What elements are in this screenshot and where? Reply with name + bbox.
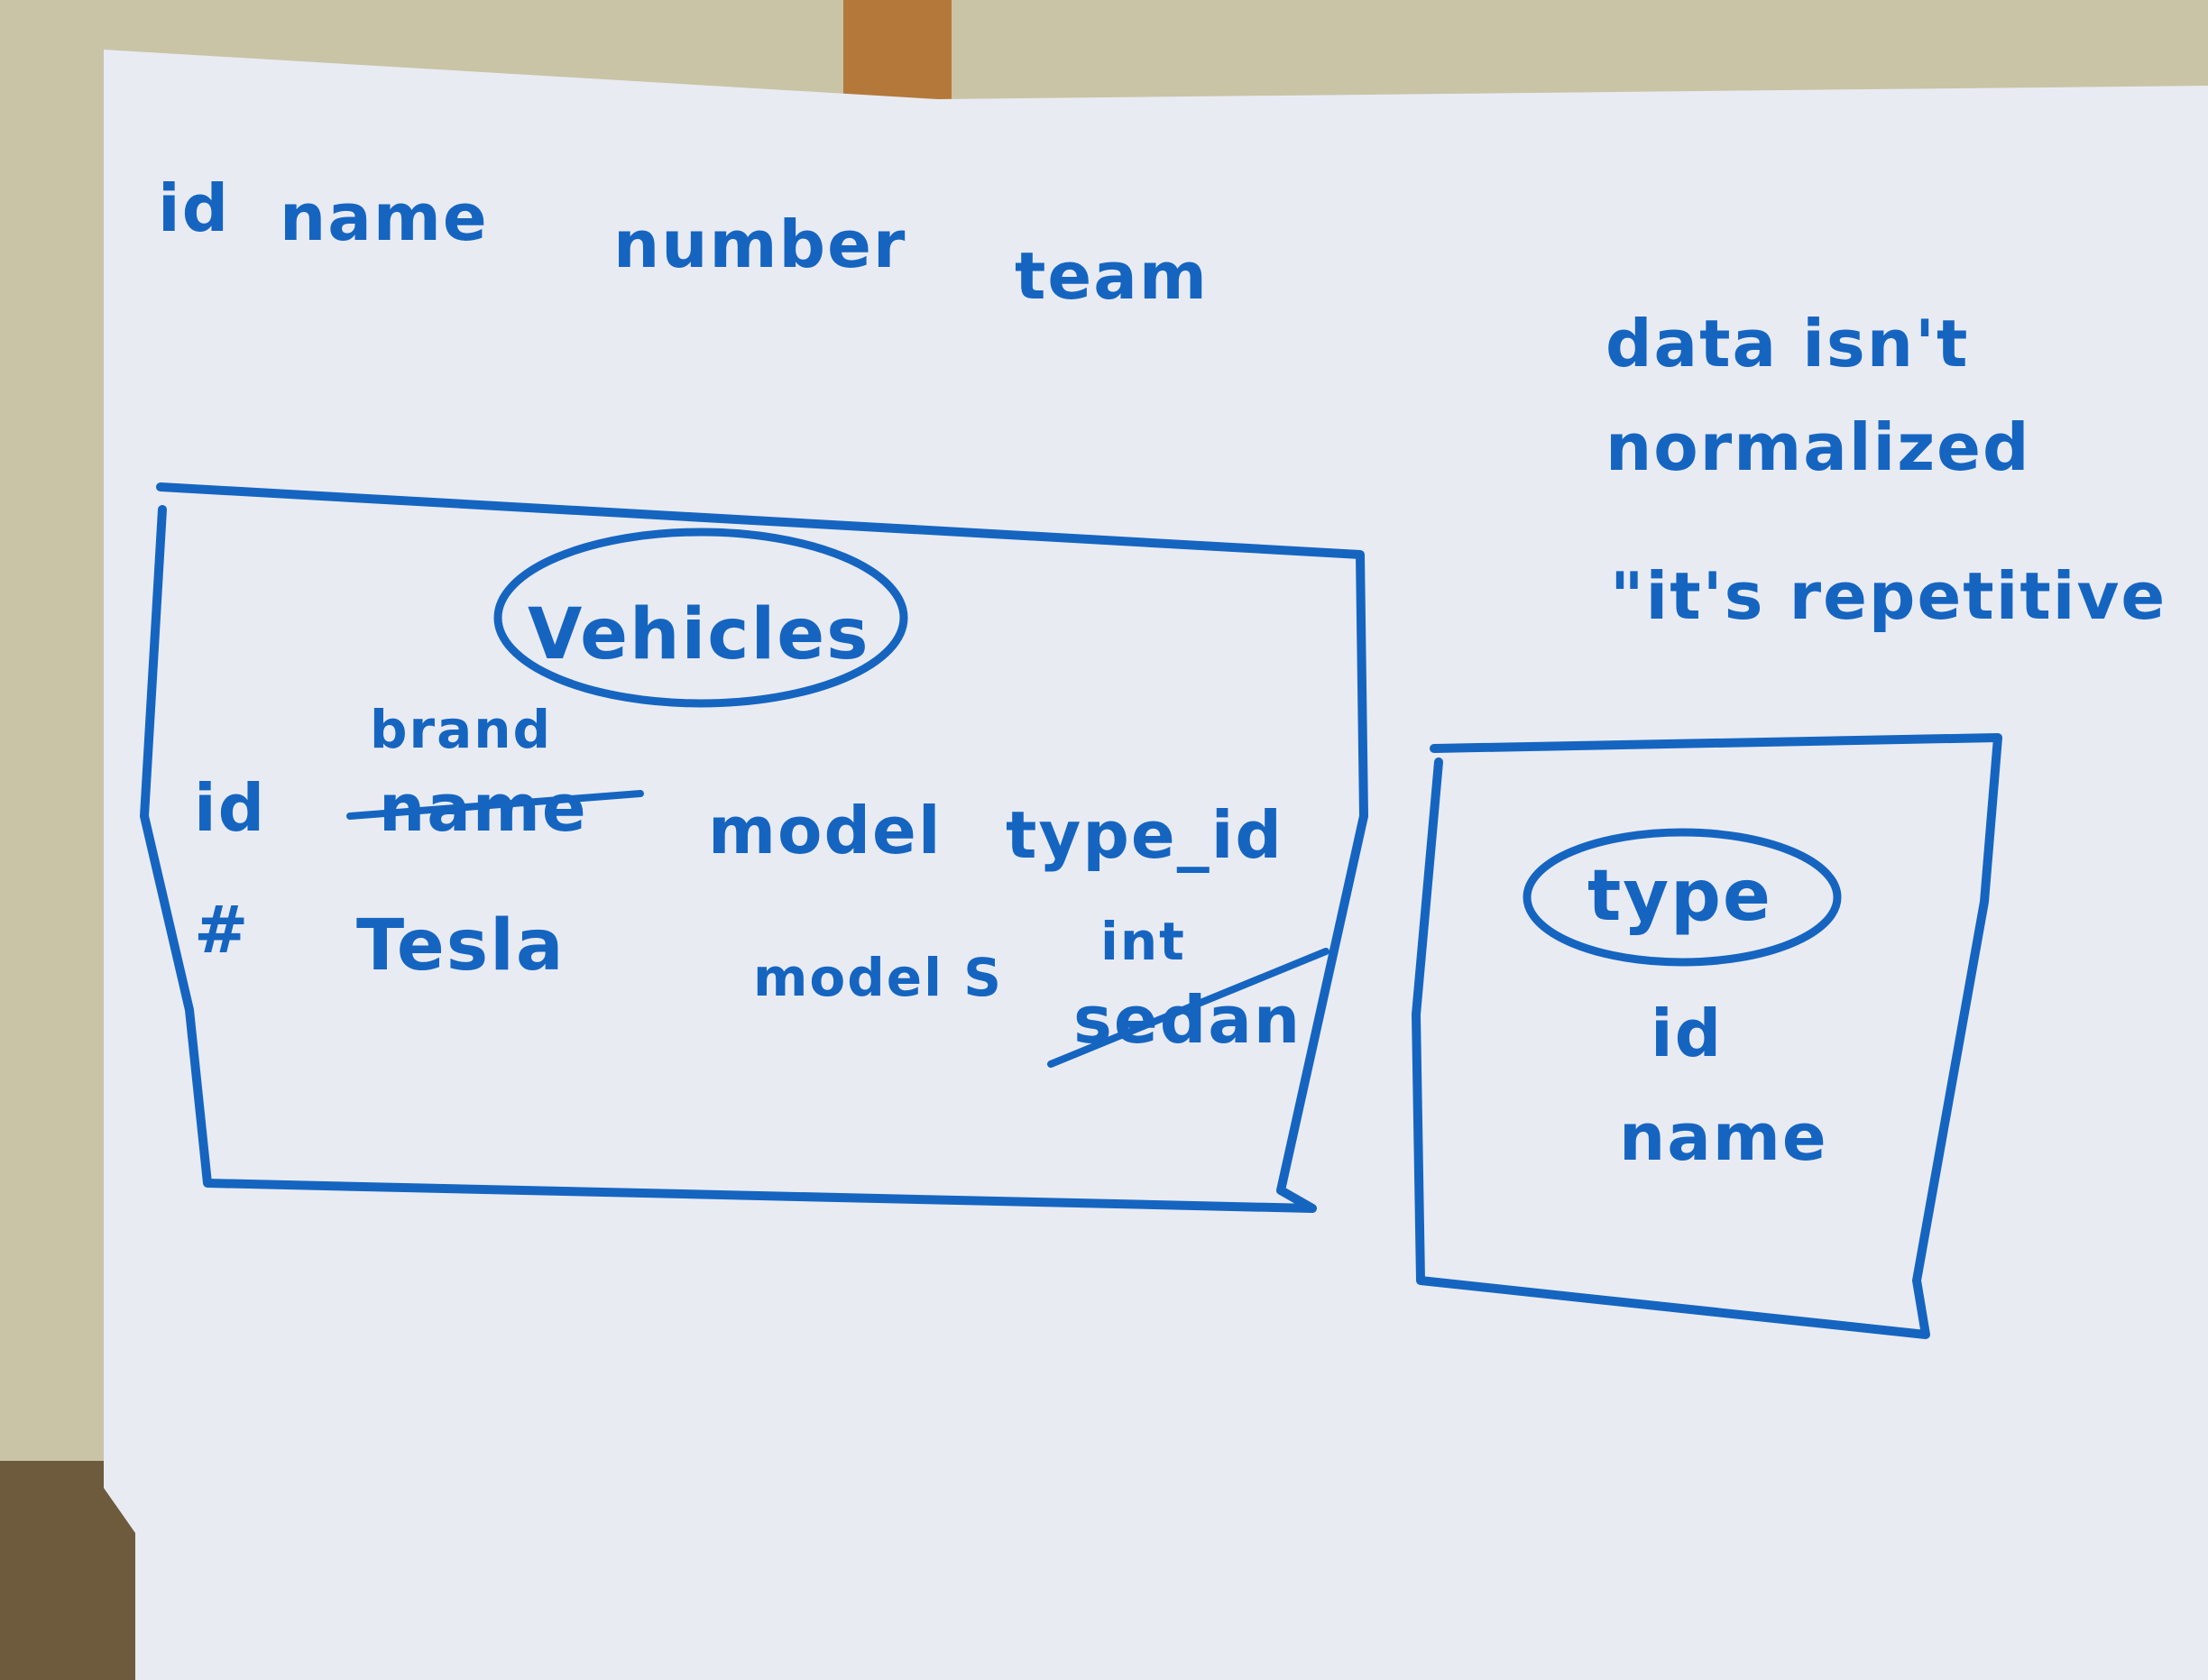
type-field-name: name: [1619, 1099, 1828, 1175]
row-brand-tesla: Tesla: [356, 905, 566, 987]
type-table-border: [1412, 733, 2002, 1339]
column-brand: brand: [370, 699, 553, 760]
column-model: model: [708, 793, 943, 868]
top-note-number: number: [613, 207, 907, 282]
type-table-title: type: [1587, 856, 1772, 937]
row-marker: #: [194, 892, 251, 968]
vehicles-table-border: [140, 482, 1368, 1213]
column-name-struck: name: [379, 770, 588, 846]
side-note-line-2: normalized: [1605, 409, 2031, 485]
side-note-line-1: data isn't: [1605, 306, 1970, 381]
type-field-id: id: [1651, 996, 1724, 1071]
side-note-line-3: "it's repetitive: [1610, 558, 2167, 634]
row-model: model S: [753, 947, 1003, 1008]
sedan-strikethrough: [1047, 948, 1329, 1068]
name-strikethrough: [346, 790, 644, 820]
vehicles-table-title: Vehicles: [528, 594, 870, 675]
vehicles-title-ellipse: [493, 528, 908, 708]
top-note-team: team: [1015, 238, 1209, 314]
type-title-ellipse: [1523, 828, 1842, 967]
paper-sheet: [104, 50, 2208, 1680]
top-note-id: id: [158, 170, 231, 246]
top-note-name: name: [280, 179, 489, 255]
ruler: [843, 0, 952, 99]
column-id: id: [194, 770, 267, 846]
row-type-sedan-struck: sedan: [1073, 982, 1302, 1058]
row-type-int: int: [1100, 911, 1186, 972]
column-type-id: type_id: [1006, 797, 1283, 873]
